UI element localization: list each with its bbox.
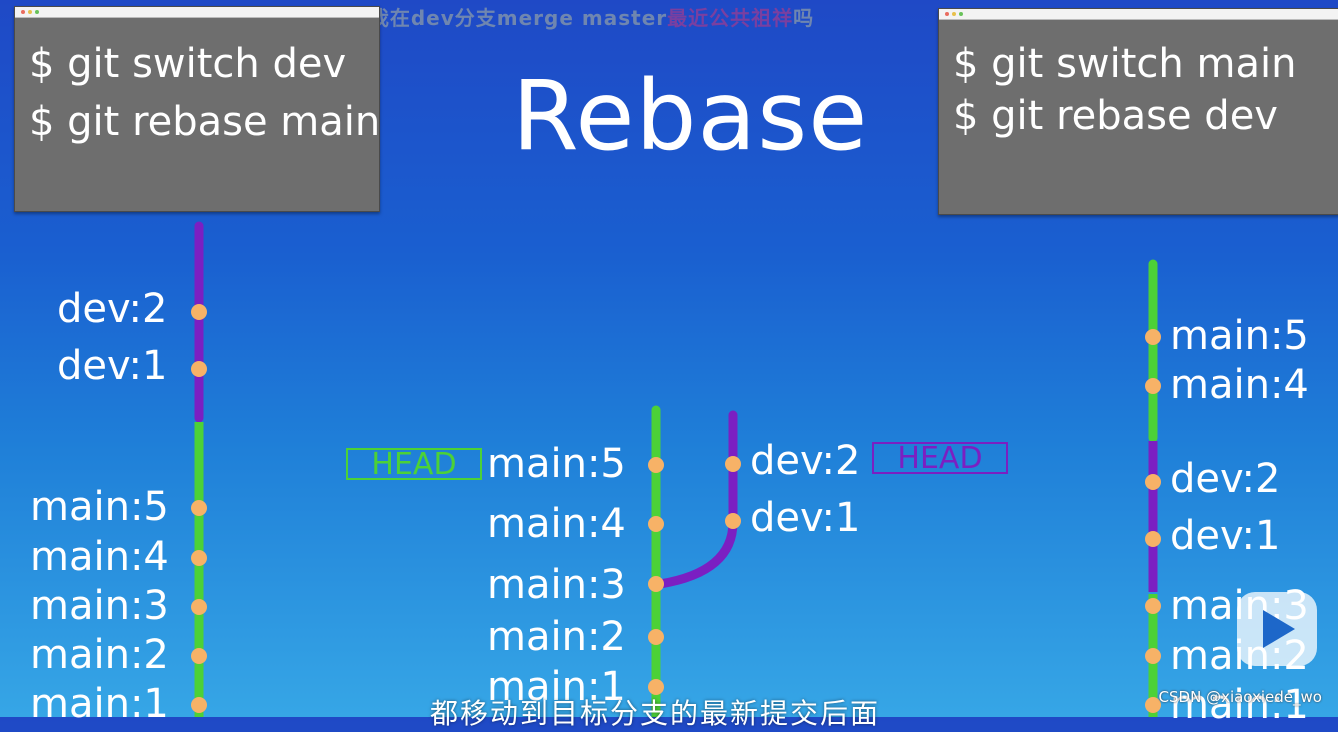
commit-label: main:3	[487, 562, 626, 608]
commit-label: dev:1	[57, 343, 168, 389]
commit-label: main:4	[487, 501, 626, 547]
terminal-right: $ git switch main $ git rebase dev	[938, 8, 1338, 215]
commit-label: main:4	[30, 534, 169, 580]
commit-graph	[191, 221, 1161, 717]
terminal-titlebar	[939, 9, 1338, 20]
commit-label: dev:2	[1170, 456, 1281, 502]
commit-label: main:2	[30, 632, 169, 678]
commit-label: main:5	[30, 484, 169, 530]
page-title: Rebase	[512, 60, 869, 172]
top-subtitle-part3: 吗	[793, 6, 815, 30]
commit-dot	[1145, 531, 1161, 547]
commit-label: main:5	[487, 441, 626, 487]
commit-dot	[1145, 648, 1161, 664]
commit-label: main:5	[1170, 313, 1309, 359]
top-subtitle-highlight: 最近公共祖祥	[667, 6, 794, 30]
commit-dot	[648, 679, 664, 695]
commit-label: main:4	[1170, 362, 1309, 408]
terminal-command-line: $ git switch dev	[29, 41, 347, 87]
commit-label: dev:1	[750, 495, 861, 541]
play-icon	[1263, 610, 1295, 648]
commit-dot	[191, 599, 207, 615]
commit-dot	[191, 361, 207, 377]
watermark: CSDN @xiaoxiede_wo	[1158, 688, 1322, 706]
main-head-marker: HEAD	[346, 448, 482, 480]
commit-dot	[191, 550, 207, 566]
commit-label: dev:1	[1170, 513, 1281, 559]
terminal-left: $ git switch dev $ git rebase main	[14, 6, 380, 212]
commit-label: main:3	[30, 583, 169, 629]
commit-label: dev:2	[57, 286, 168, 332]
commit-dot	[648, 629, 664, 645]
terminal-command-line: $ git switch main	[953, 41, 1297, 87]
commit-label: main:1	[30, 681, 169, 727]
commit-dot	[1145, 378, 1161, 394]
commit-dot	[191, 304, 207, 320]
commit-label: main:2	[487, 614, 626, 660]
bottom-subtitle: 都移动到目标分支的最新提交后面	[430, 697, 881, 730]
commit-dot	[648, 516, 664, 532]
commit-dot	[1145, 329, 1161, 345]
terminal-command-line: $ git rebase dev	[953, 93, 1278, 139]
dev-head-marker: HEAD	[872, 442, 1008, 474]
play-button[interactable]	[1237, 592, 1317, 666]
commit-dot	[725, 513, 741, 529]
commit-label: dev:2	[750, 438, 861, 484]
terminal-titlebar	[15, 7, 379, 18]
terminal-command-line: $ git rebase main	[29, 99, 381, 145]
commit-label: main:1	[487, 664, 626, 710]
middle-dev-branch-line	[655, 410, 738, 589]
commit-dot	[1145, 697, 1161, 713]
commit-dot	[725, 456, 741, 472]
commit-dot	[191, 697, 207, 713]
commit-dot	[1145, 598, 1161, 614]
commit-dot	[1145, 474, 1161, 490]
commit-dot	[191, 648, 207, 664]
commit-dot	[191, 500, 207, 516]
commit-dot	[648, 457, 664, 473]
commit-dot	[648, 576, 664, 592]
